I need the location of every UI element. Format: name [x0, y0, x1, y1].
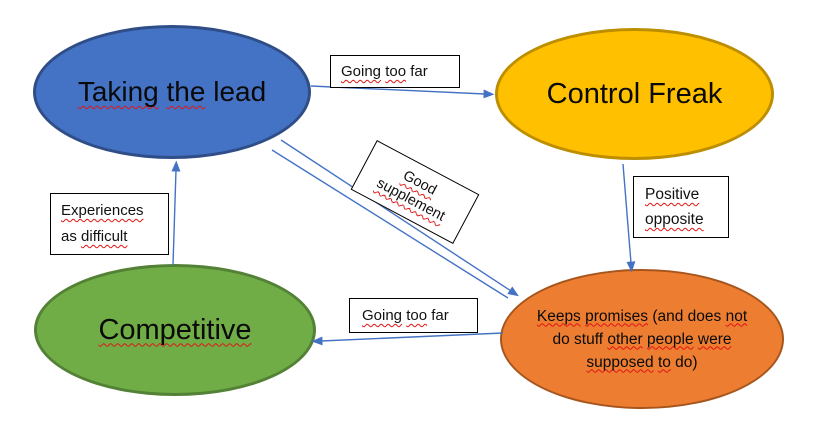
node-control-freak: Control Freak — [495, 28, 774, 160]
arrow-keeps-to-competitive — [311, 332, 504, 346]
arrow-competitive-to-taking — [171, 160, 181, 266]
node-competitive: Competitive — [34, 264, 316, 396]
label-going-too-far-top: Going too far — [330, 55, 460, 88]
label-going-too-far-bottom: Going too far — [349, 298, 478, 333]
node-taking-the-lead: Taking the lead — [33, 25, 311, 159]
arrow-control-to-keeps — [622, 163, 636, 273]
